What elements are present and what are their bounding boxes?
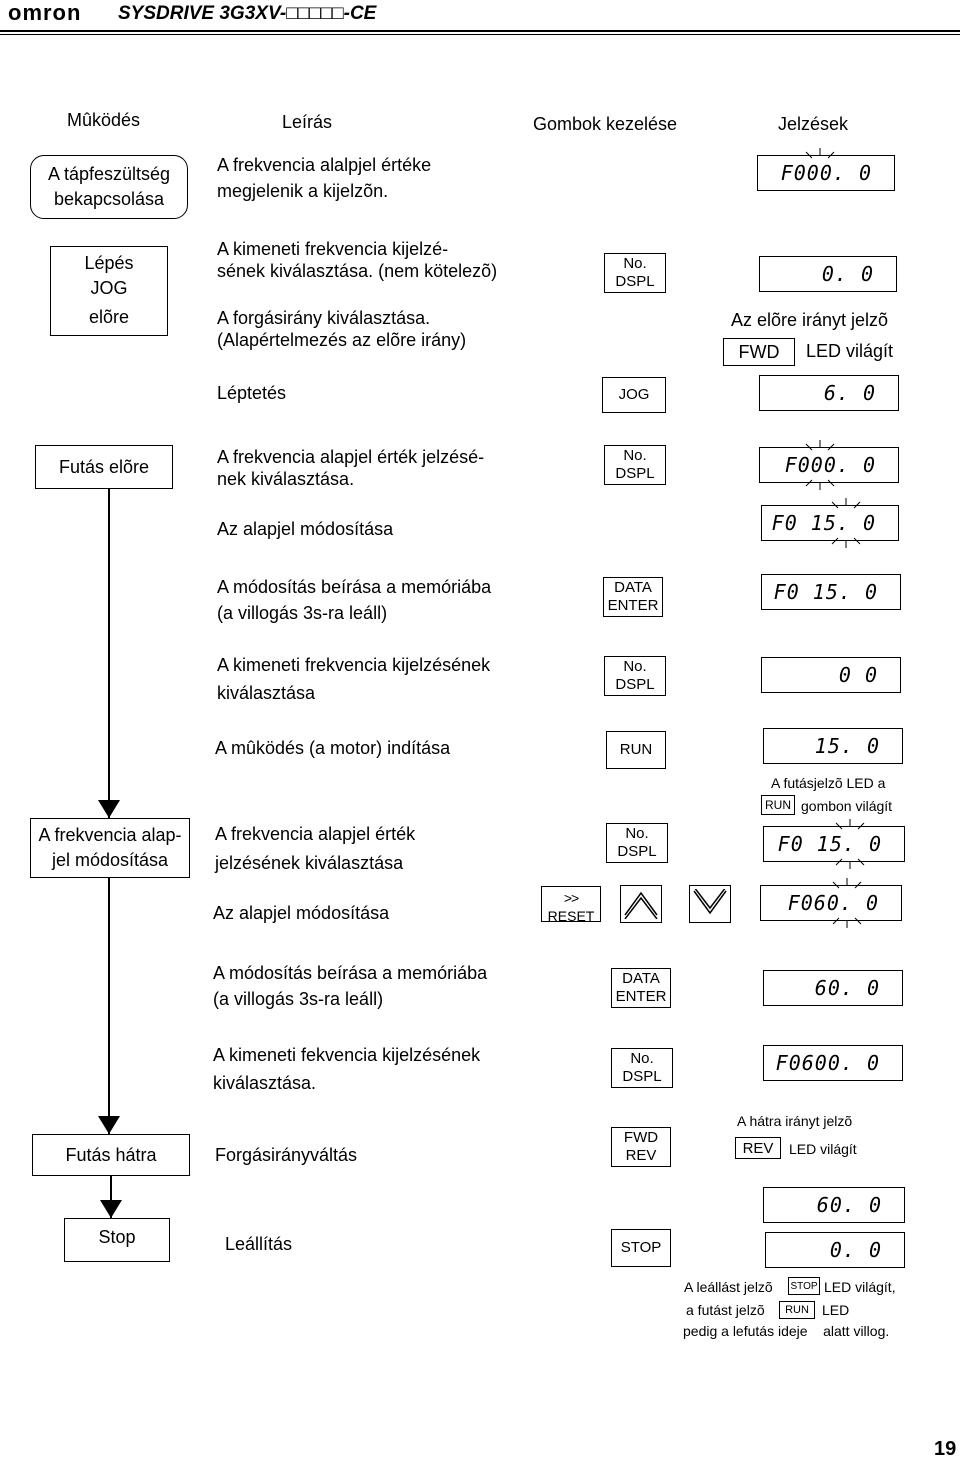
operation-run-forward: Futás elõre <box>35 445 173 489</box>
operation-power-on-line1: A tápfeszültség <box>47 164 171 184</box>
display-panel: 15. 0 <box>763 728 903 764</box>
display-panel: F0 15. 0 <box>761 505 899 541</box>
no-dspl-key[interactable]: No.DSPL <box>604 253 666 293</box>
desc-output-freq-select: A kimeneti frekvencia kijelzé-sének kivá… <box>217 239 498 281</box>
display-panel: 60. 0 <box>763 970 903 1006</box>
column-keys: Gombok kezelése <box>533 114 678 134</box>
blink-rays-icon <box>805 148 835 159</box>
brand-logo: omron <box>8 0 82 25</box>
stop-note-line3: pedig a lefutás ideje alatt villog. <box>683 1323 890 1339</box>
no-dspl-key[interactable]: No.DSPL <box>604 656 666 696</box>
desc-freq-ref-select: A frekvencia alapjel érték jelzésé-nek k… <box>217 447 485 489</box>
stop-note-line2: a futást jelzõ <box>686 1302 765 1318</box>
shift-reset-key[interactable]: >> RESET <box>541 886 601 924</box>
display-panel: 0 0 <box>761 657 901 693</box>
display-panel: F000. 0 <box>759 447 899 483</box>
desc-stop: Leállítás <box>225 1234 293 1254</box>
blink-rays-icon <box>835 819 865 869</box>
rev-led-label: REV <box>735 1137 781 1159</box>
no-dspl-key[interactable]: No.DSPL <box>606 823 668 863</box>
run-led-label-2: RUN <box>779 1301 815 1319</box>
rev-note-tail: LED világít <box>789 1141 857 1157</box>
run-led-label: RUN <box>761 795 795 815</box>
desc-ref-modify: Az alapjel módosítása <box>217 519 394 539</box>
run-note-tail: gombon világít <box>801 798 893 814</box>
display-panel: 0. 0 <box>759 256 897 292</box>
stop-note-line1-tail: LED világít, <box>824 1279 896 1295</box>
no-dspl-key[interactable]: No.DSPL <box>604 445 666 485</box>
display-panel: 60. 0 <box>763 1187 905 1223</box>
operation-power-on: A tápfeszültség bekapcsolása <box>30 155 188 219</box>
header-rule <box>0 30 960 32</box>
stop-key[interactable]: STOP <box>611 1229 671 1267</box>
display-panel: F060. 0 <box>760 885 902 921</box>
flow-line <box>110 1174 112 1218</box>
up-arrow-icon <box>624 891 658 919</box>
operation-jog-line2: JOG <box>90 278 128 298</box>
fwd-note-tail: LED világít <box>806 341 894 361</box>
desc-reverse: Forgásirányváltás <box>215 1145 358 1165</box>
desc-ref-modify-2: Az alapjel módosítása <box>213 903 390 923</box>
stop-note-line2-tail: LED <box>822 1302 850 1318</box>
column-operation: Mûködés <box>67 110 141 130</box>
operation-freq-line1: A frekvencia alap- <box>38 825 182 845</box>
flow-arrow <box>100 1200 122 1218</box>
operation-run-reverse: Futás hátra <box>32 1134 190 1176</box>
operation-jog-line3: elõre <box>88 307 130 327</box>
run-key[interactable]: RUN <box>606 731 666 769</box>
desc-write-memory: A módosítás beírása a memóriába(a villog… <box>217 577 492 623</box>
desc-start: A mûködés (a motor) indítása <box>215 738 451 758</box>
display-panel: 0. 0 <box>765 1232 905 1268</box>
no-dspl-key[interactable]: No.DSPL <box>611 1048 673 1088</box>
rev-note: A hátra irányt jelzõ <box>737 1113 853 1129</box>
display-panel: F0 15. 0 <box>761 574 901 610</box>
stop-note-line1: A leállást jelzõ <box>684 1279 773 1295</box>
down-arrow-icon <box>693 889 727 915</box>
stop-led-label: STOP <box>788 1277 820 1295</box>
header-rule-thin <box>0 34 960 35</box>
blink-rays-icon <box>805 440 835 490</box>
operation-freq-change: A frekvencia alap- jel módosítása <box>30 818 190 878</box>
operation-jog-line1: Lépés <box>84 253 134 273</box>
run-note: A futásjelzõ LED a <box>771 775 886 791</box>
desc-direction-select: A forgásirány kiválasztása.(Alapértelmez… <box>217 308 467 350</box>
column-display: Jelzések <box>778 114 849 134</box>
jog-key[interactable]: JOG <box>602 377 666 413</box>
operation-freq-line2: jel módosítása <box>51 850 169 870</box>
desc-write-memory-2: A módosítás beírása a memóriába(a villog… <box>213 963 488 1009</box>
model-title: SYSDRIVE 3G3XV-□□□□□-CE <box>118 3 377 24</box>
display-panel: F0600. 0 <box>763 1045 903 1081</box>
desc-jog: Léptetés <box>217 383 287 403</box>
fwd-led-label: FWD <box>723 338 795 366</box>
display-panel: F0 15. 0 <box>763 826 905 862</box>
display-panel: F000. 0 <box>757 155 895 191</box>
down-key[interactable] <box>689 885 731 923</box>
page-number: 19 <box>934 1438 957 1460</box>
operation-power-on-line2: bekapcsolása <box>53 189 165 209</box>
blink-rays-icon <box>832 878 862 928</box>
display-panel: 6. 0 <box>759 375 899 411</box>
fwd-note: Az elõre irányt jelzõ <box>731 310 889 330</box>
operation-stop: Stop <box>64 1218 170 1262</box>
blink-rays-icon <box>831 498 861 548</box>
column-description: Leírás <box>282 112 333 132</box>
flow-line <box>108 488 110 820</box>
up-key[interactable] <box>620 885 662 923</box>
flow-arrow <box>98 800 120 818</box>
flow-arrow <box>98 1116 120 1134</box>
flow-line <box>108 878 110 1134</box>
operation-jog-forward: Lépés JOG elõre <box>50 246 168 336</box>
